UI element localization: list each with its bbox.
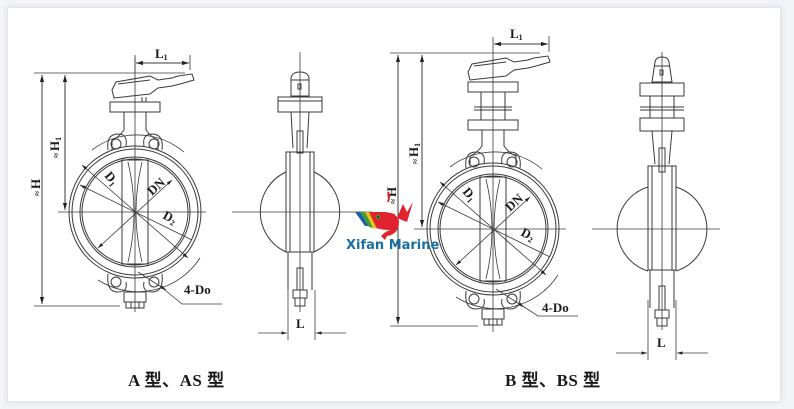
a-D2-label: D2 [160, 207, 179, 227]
type-a-caption: A 型、AS 型 [128, 371, 225, 390]
b-L1-label: L1 [510, 26, 523, 42]
type-b-caption: B 型、BS 型 [505, 371, 601, 390]
type-b-front-view [390, 36, 578, 332]
a-D1-label: D1 [101, 168, 122, 189]
b-D2-label: D2 [518, 224, 537, 244]
whale-logo-icon [355, 191, 413, 240]
a-L1-label: L1 [155, 46, 168, 62]
type-b-side-view [592, 52, 720, 360]
b-H1-label: ≈H1 [406, 143, 422, 164]
type-a-side-view [232, 52, 372, 340]
type-b-labels: L1 ≈H ≈H1 D1 DN D2 4-Do [384, 26, 569, 315]
a-4Do-label: 4-Do [184, 282, 211, 297]
b-H-label: ≈H [384, 187, 399, 204]
a-L-label: L [296, 316, 305, 331]
watermark-text: Xifan Marine [346, 238, 440, 253]
a-H1-label: ≈H1 [47, 137, 63, 158]
a-H-label: ≈H [28, 179, 43, 196]
type-a-labels: L1 ≈H ≈H1 D1 DN D2 4-Do [28, 46, 211, 297]
type-a-front-view [34, 55, 222, 312]
b-4Do-label: 4-Do [542, 300, 569, 315]
b-L-label: L [657, 335, 666, 350]
